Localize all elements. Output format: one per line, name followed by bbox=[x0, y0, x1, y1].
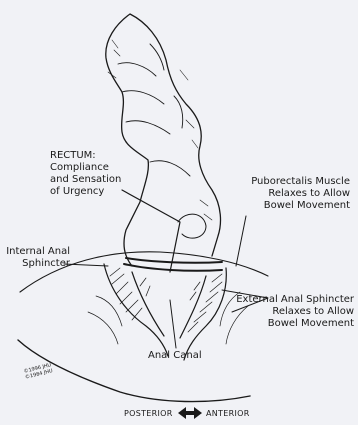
anal-canal-label: Anal Canal bbox=[148, 350, 218, 362]
rectum-label: RECTUM: Compliance and Sensation of Urge… bbox=[50, 150, 160, 198]
posterior-label: POSTERIOR bbox=[124, 408, 173, 420]
anal-sphincter-complex bbox=[104, 264, 226, 360]
internal-sphincter-label: Internal Anal Sphincter bbox=[2, 246, 70, 270]
external-sphincter-label: External Anal Sphincter Relaxes to Allow… bbox=[214, 294, 354, 330]
puborectalis-leader-line bbox=[236, 216, 246, 266]
rectal-fold-oval bbox=[178, 214, 206, 238]
anterior-label: ANTERIOR bbox=[206, 408, 250, 420]
rectum-outline bbox=[106, 14, 221, 266]
double-arrow-icon bbox=[178, 407, 202, 419]
anal-canal-leader-line bbox=[170, 300, 176, 348]
puborectalis-label: Puborectalis Muscle Relaxes to Allow Bow… bbox=[214, 176, 350, 212]
